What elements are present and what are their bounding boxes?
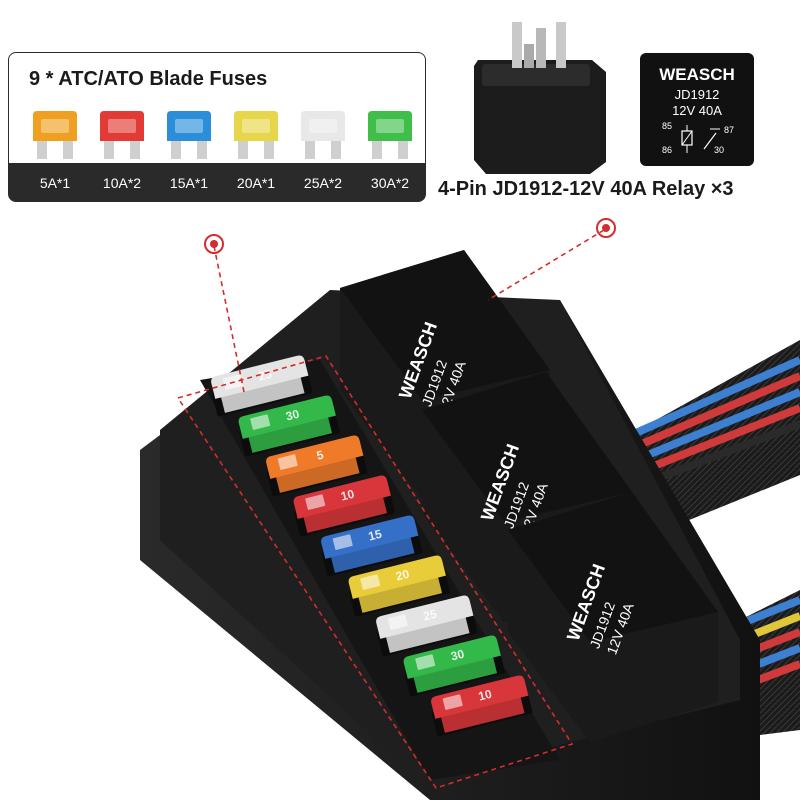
blade-fuse-icon — [368, 111, 412, 159]
relay-model: JD1912 — [674, 87, 720, 102]
module-fuse: 25 — [376, 595, 478, 657]
fuse-legend-title: 9 * ATC/ATO Blade Fuses — [29, 68, 268, 90]
fuse-legend-label: 20A*1 — [236, 175, 276, 191]
fuse-legend-label: 10A*2 — [102, 175, 142, 191]
fuse-callout-outline — [176, 355, 574, 789]
relay-pin-30: 30 — [714, 145, 725, 155]
blade-fuse-icon — [100, 111, 144, 159]
fuse-legend-panel: 9 * ATC/ATO Blade Fuses 5A*1 10A*2 15A*1 20… — [8, 52, 426, 202]
module-fuse-rating: 20 — [394, 567, 411, 584]
blade-fuse-icon — [167, 111, 211, 159]
module-fuse: 15 — [321, 515, 423, 577]
relay-brand: WEASCH — [659, 65, 735, 84]
fuse-legend-label: 30A*2 — [370, 175, 410, 191]
module-fuse: 10 — [293, 475, 395, 537]
relay-rating: 12V 40A — [672, 103, 722, 118]
fuse-legend-label: 5A*1 — [39, 175, 71, 191]
module-fuse: 30 — [403, 635, 505, 697]
module-fuse-rating: 5 — [315, 447, 325, 462]
fuse-legend-item: 25A*2 — [293, 111, 353, 191]
relay-pin-85: 85 — [662, 121, 673, 131]
relay-callout-line — [487, 229, 605, 301]
fuse-legend-item: 15A*1 — [159, 111, 219, 191]
module-fuse: 20 — [348, 555, 450, 617]
relay-face: WEASCH JD1912 12V 40A 85 86 87 30 — [640, 53, 754, 166]
blade-fuse-icon — [234, 111, 278, 159]
module-fuse-rating: 30 — [284, 407, 301, 424]
module-fuse: 10 — [431, 675, 533, 737]
relay-callout-marker — [596, 218, 616, 238]
module-fuse-rating: 25 — [257, 367, 274, 384]
module-fuse-rating: 10 — [339, 487, 356, 504]
module-fuse-rating: 15 — [367, 527, 384, 544]
relay-pin-87: 87 — [724, 125, 735, 135]
relay-pin-86: 86 — [662, 145, 673, 155]
fuse-legend-label: 25A*2 — [303, 175, 343, 191]
fuse-legend-item: 20A*1 — [226, 111, 286, 191]
module-fuse: 30 — [238, 395, 340, 457]
fuse-callout-line — [213, 245, 245, 393]
fuse-legend-item: 30A*2 — [360, 111, 420, 191]
fuse-label-strip — [9, 163, 425, 201]
fuse-legend-item: 10A*2 — [92, 111, 152, 191]
module-fuse: 5 — [266, 435, 368, 497]
module-fuse-rating: 30 — [449, 647, 466, 664]
relay-schematic-icon — [681, 125, 720, 153]
fuse-legend-label: 15A*1 — [169, 175, 209, 191]
module-fuse-rating: 10 — [477, 687, 494, 704]
blade-fuse-icon — [33, 111, 77, 159]
module-fuse-rating: 25 — [422, 607, 439, 624]
fuse-callout-marker — [204, 234, 224, 254]
blade-fuse-icon — [301, 111, 345, 159]
relay-caption: 4-Pin JD1912-12V 40A Relay ×3 — [438, 178, 734, 200]
fuse-legend-item: 5A*1 — [25, 111, 85, 191]
